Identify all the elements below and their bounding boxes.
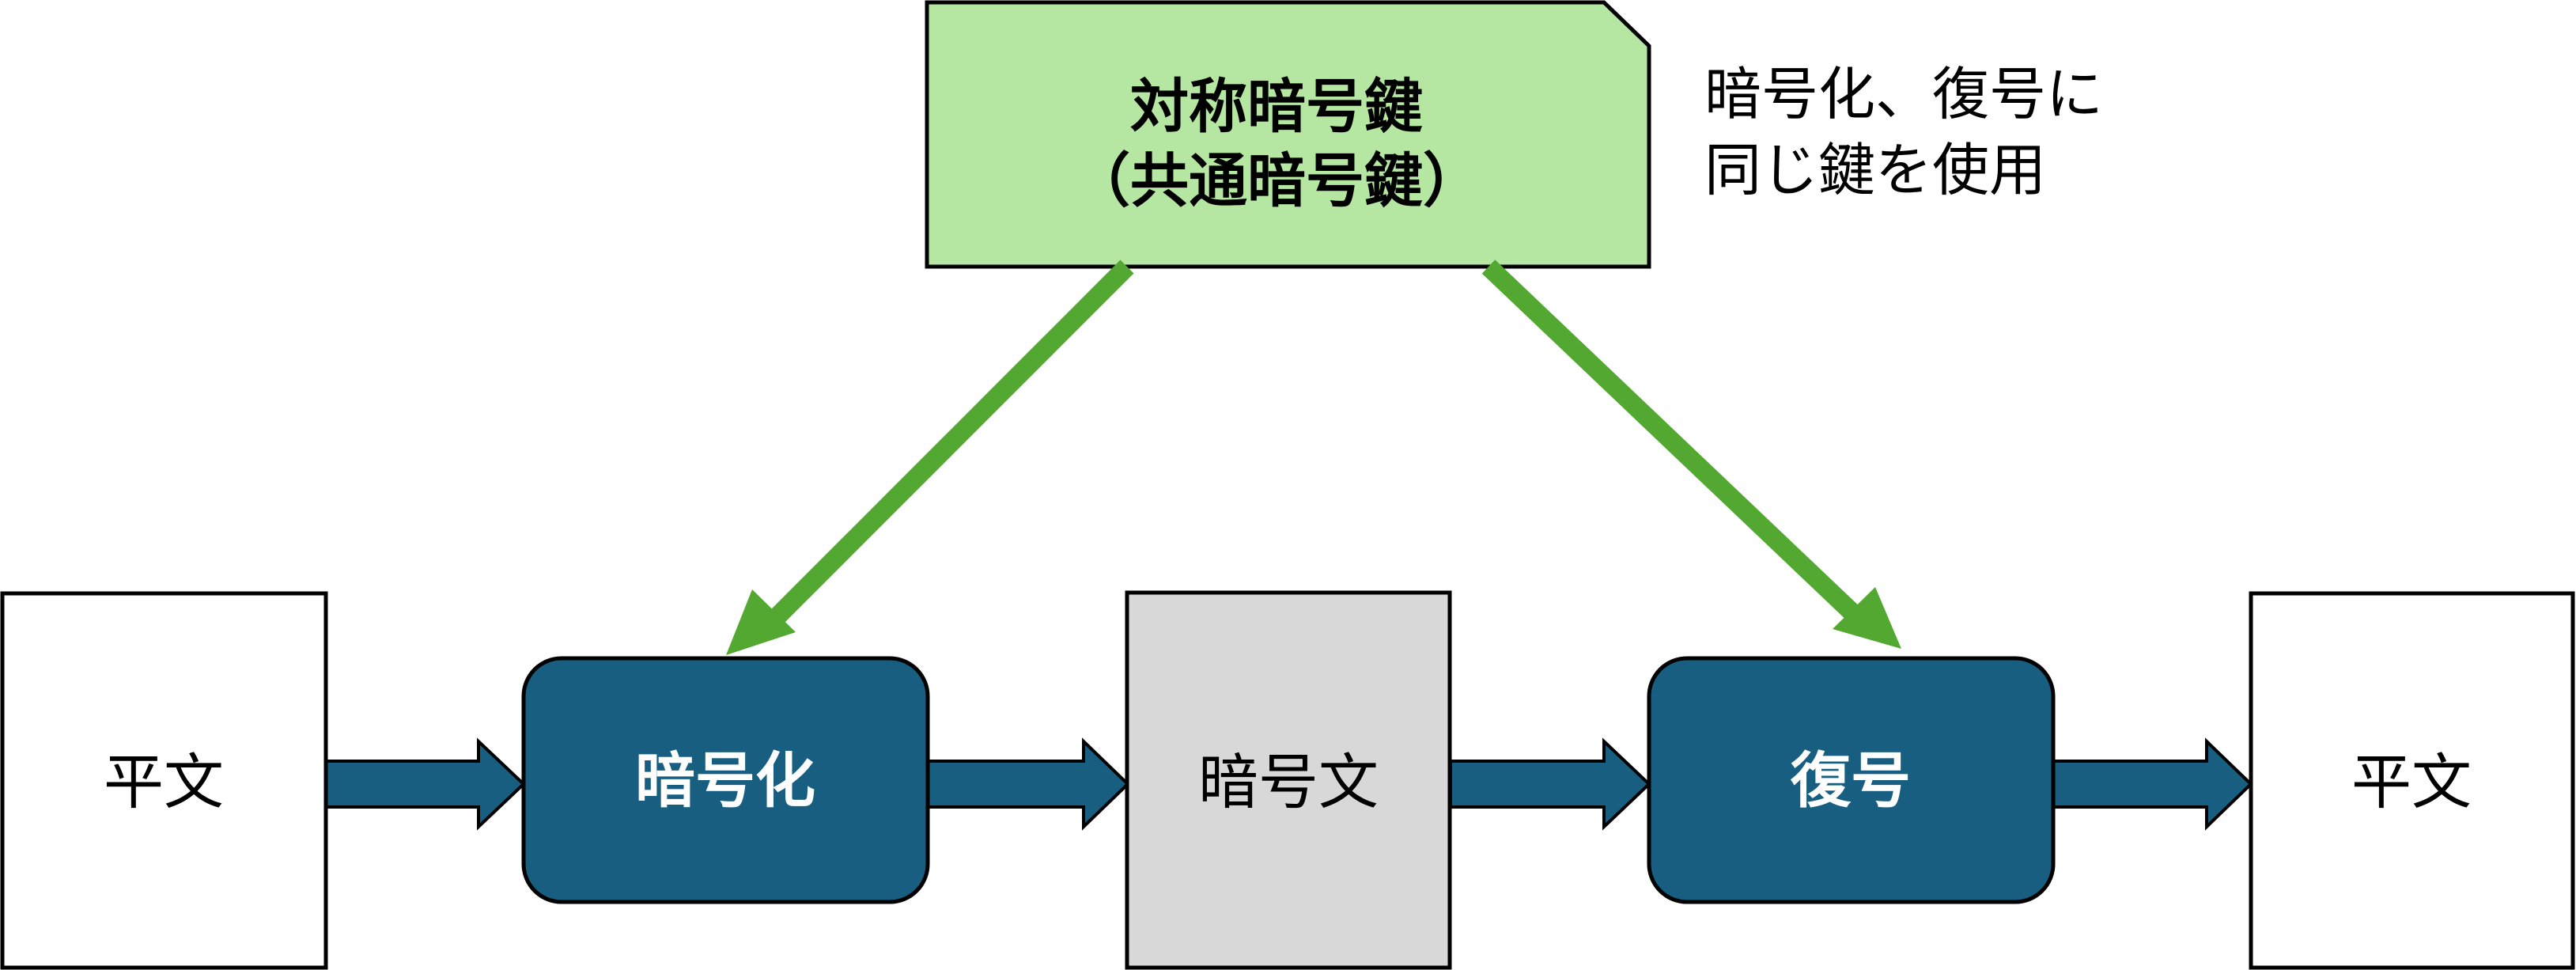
key-box-shape bbox=[925, 0, 1651, 269]
node-ciphertext-label: 暗号文 bbox=[1198, 747, 1379, 817]
key-arrow-to-encrypt-head bbox=[726, 589, 796, 655]
key-note-line2: 同じ鍵を使用 bbox=[1704, 137, 2046, 203]
key-arrow-to-decrypt-head bbox=[1833, 587, 1901, 649]
node-ciphertext-box bbox=[1125, 590, 1452, 970]
key-arrow-to-encrypt bbox=[726, 260, 1134, 655]
node-decrypt: 復号 bbox=[1647, 656, 2056, 904]
key-box-title: 対称暗号鍵 bbox=[1130, 73, 1423, 141]
node-plaintext-in-box bbox=[0, 591, 328, 970]
node-plaintext-out-label: 平文 bbox=[2351, 747, 2472, 817]
flow-arrow-ciphertext-to-decrypt bbox=[1449, 737, 1651, 831]
node-plaintext-in-label: 平文 bbox=[104, 747, 224, 817]
flow-arrow-decrypt-to-plaintext bbox=[2052, 737, 2253, 831]
node-decrypt-box bbox=[1647, 656, 2056, 904]
node-encrypt-box bbox=[521, 656, 930, 904]
node-decrypt-label: 復号 bbox=[1790, 745, 1911, 816]
node-ciphertext: 暗号文 bbox=[1125, 590, 1452, 970]
key-arrow-to-encrypt-shaft bbox=[765, 260, 1134, 629]
node-encrypt-label: 暗号化 bbox=[635, 745, 815, 816]
key-arrow-to-decrypt bbox=[1481, 260, 1901, 649]
node-encrypt: 暗号化 bbox=[521, 656, 930, 904]
node-plaintext-in: 平文 bbox=[0, 591, 328, 970]
node-plaintext-out: 平文 bbox=[2249, 591, 2575, 970]
key-box-subtitle: （共通暗号鍵） bbox=[1072, 147, 1481, 215]
flow-arrow-plaintext-to-encrypt bbox=[323, 737, 526, 831]
key-note-line1: 暗号化、復号に bbox=[1704, 61, 2103, 127]
flow-arrow-encrypt-to-ciphertext bbox=[926, 737, 1130, 831]
node-plaintext-out-box bbox=[2249, 591, 2575, 970]
key-arrow-to-decrypt-shaft bbox=[1481, 260, 1864, 624]
key-box: 対称暗号鍵 （共通暗号鍵） bbox=[925, 0, 1651, 269]
key-note: 暗号化、復号に 同じ鍵を使用 bbox=[1704, 61, 2103, 203]
